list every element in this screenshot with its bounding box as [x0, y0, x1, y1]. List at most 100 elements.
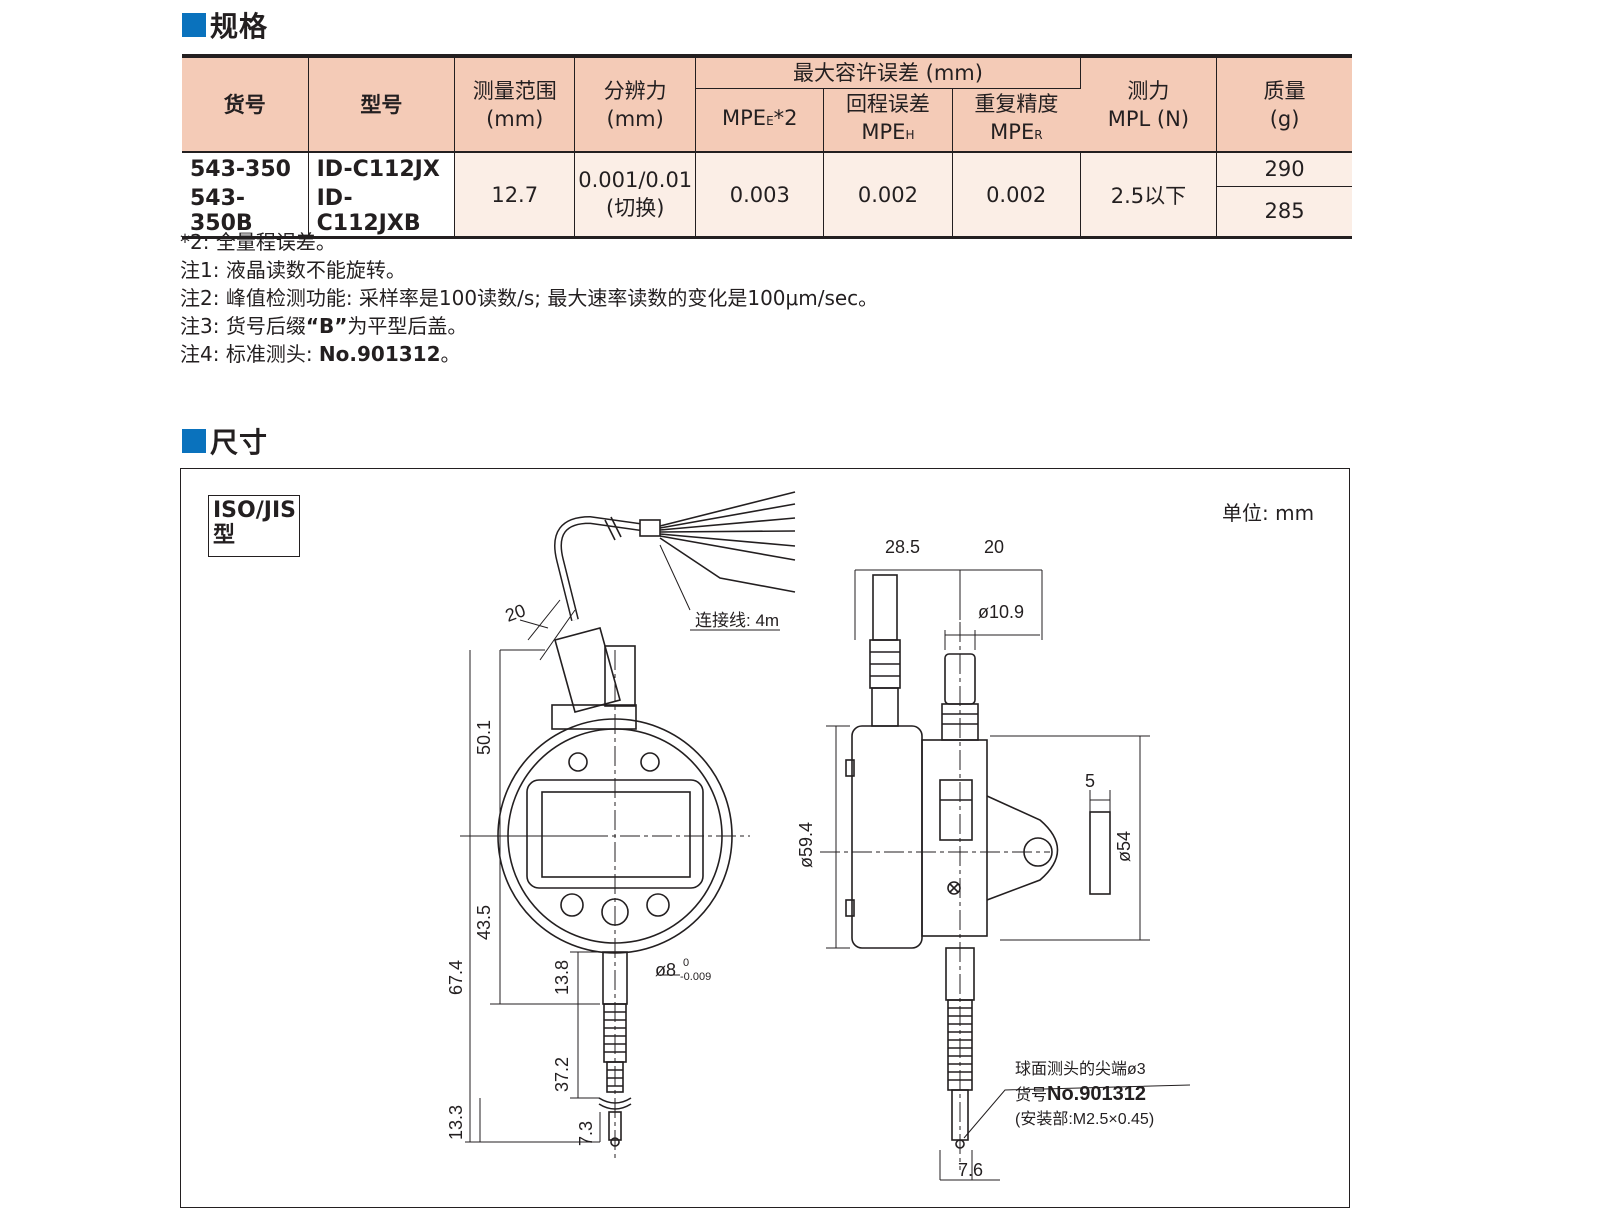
- dim-13-8: 13.8: [552, 960, 572, 995]
- note3-post: 为平型后盖。: [347, 314, 468, 338]
- lcd-screen: [541, 791, 691, 878]
- dim-67-4: 67.4: [446, 960, 466, 995]
- header-force-line2: MPL (N): [1107, 106, 1190, 131]
- iso-line1: ISO/JIS: [213, 498, 296, 523]
- header-resolution-line1: 分辨力: [603, 78, 667, 103]
- mpe-e-note: *2: [773, 106, 798, 131]
- cable-ferrule: [639, 519, 661, 537]
- dim-43-5: 43.5: [474, 905, 494, 940]
- header-mass: 质量 (g): [1216, 56, 1352, 152]
- dim-stem-tol-lower: -0.009: [680, 971, 711, 983]
- button-top-left: [568, 752, 588, 772]
- note4-bold: No.901312: [318, 342, 441, 366]
- button-top-right: [640, 752, 660, 772]
- cell-range: 12.7: [454, 152, 576, 238]
- cell-resolution-line2: (切换): [606, 195, 665, 220]
- note4-post: 。: [440, 342, 461, 366]
- header-range: 测量范围 (mm): [454, 56, 576, 152]
- section-square-icon: [182, 13, 206, 37]
- header-model: 型号: [308, 56, 456, 152]
- cell-mass: 285: [1216, 186, 1352, 238]
- header-range-line2: (mm): [486, 106, 544, 131]
- header-mpe-group: 最大容许误差 (mm): [695, 56, 1081, 89]
- dim-title-text: 尺寸: [210, 426, 269, 459]
- cell-force: 2.5以下: [1080, 152, 1218, 238]
- table-row: 543-350B ID-C112JXB 285: [182, 186, 1352, 238]
- dim-54: ø54: [1114, 831, 1134, 862]
- mpe-h-main: MPE: [861, 120, 906, 145]
- mpe-r-sub: R: [1034, 128, 1043, 143]
- dim-28-5: 28.5: [885, 537, 920, 557]
- dim-stem: ø8: [655, 960, 676, 980]
- mpe-h-line2: MPEH: [824, 118, 951, 149]
- header-force: 测力 MPL (N): [1080, 56, 1218, 152]
- spec-section-title: 规格: [182, 8, 269, 43]
- note-line: 注3: 货号后缀“B”为平型后盖。: [180, 312, 878, 340]
- dim-7-3: 7.3: [576, 1121, 596, 1146]
- header-mass-line2: (g): [1269, 106, 1300, 131]
- mpe-r-main: MPE: [990, 120, 1035, 145]
- button-bottom-left: [560, 893, 584, 917]
- spec-title-text: 规格: [210, 10, 269, 43]
- header-range-line1: 测量范围: [472, 78, 557, 103]
- unit-label: 单位: mm: [1222, 501, 1315, 525]
- mpe-e-main: MPE: [722, 106, 767, 131]
- dim-10-9: ø10.9: [978, 602, 1024, 622]
- dim-stem-tol-upper: 0: [683, 957, 689, 969]
- button-bottom-right: [646, 893, 670, 917]
- mpe-h-sub: H: [905, 128, 915, 143]
- table-row: 543-350 ID-C112JX 12.7 0.001/0.01 (切换) 0…: [182, 152, 1352, 238]
- header-mpe-h: 回程误差 MPEH: [823, 88, 953, 152]
- cell-mpe-h: 0.002: [823, 152, 953, 238]
- header-mass-line1: 质量: [1263, 78, 1306, 103]
- cell-mpe-e: 0.003: [695, 152, 825, 238]
- spec-table: 货号 型号 测量范围 (mm) 分辨力 (mm) 最大容许误差 (mm) 测力 …: [182, 54, 1352, 239]
- cell-resolution: 0.001/0.01 (切换): [574, 152, 697, 238]
- mounting-lug: [986, 795, 1059, 901]
- lug-side-profile: [1089, 811, 1111, 895]
- cell-model: ID-C112JX: [308, 152, 456, 186]
- tip-line2-pre: 货号: [1015, 1086, 1047, 1104]
- tip-line2-bold: No.901312: [1047, 1083, 1146, 1105]
- note-line: 注2: 峰值检测功能: 采样率是100读数/s; 最大速率读数的变化是100μm…: [180, 286, 879, 310]
- header-code: 货号: [182, 56, 309, 152]
- header-resolution-line2: (mm): [606, 106, 664, 131]
- cable-label: 连接线: 4m: [695, 611, 779, 630]
- header-mpe-r: 重复精度 MPER: [952, 88, 1081, 152]
- cable-wires: [659, 491, 796, 593]
- connector: [554, 627, 621, 713]
- dim-37-2: 37.2: [552, 1057, 572, 1092]
- dim-13-3: 13.3: [446, 1105, 466, 1140]
- mpe-r-line1: 重复精度: [974, 92, 1059, 117]
- dim-59-4: ø59.4: [796, 822, 816, 868]
- side-body: [851, 725, 923, 949]
- tip-line2: 货号No.901312: [1015, 1083, 1146, 1105]
- section-square-icon: [182, 429, 206, 453]
- tip-line1: 球面测头的尖端ø3: [1015, 1060, 1146, 1078]
- mpe-e-sub: E: [766, 114, 774, 129]
- cell-mpe-r: 0.002: [952, 152, 1081, 238]
- cell-resolution-line1: 0.001/0.01: [578, 167, 693, 192]
- note-line: 注1: 液晶读数不能旋转。: [180, 258, 406, 282]
- dim-50-1: 50.1: [474, 720, 494, 755]
- cell-code: 543-350: [182, 152, 309, 186]
- iso-line2: 型: [213, 523, 236, 548]
- note4-pre: 注4: 标准测头:: [180, 342, 319, 366]
- drawing-frame: [180, 468, 1350, 1208]
- tip-line3: (安装部:M2.5×0.45): [1015, 1110, 1154, 1128]
- cell-model: ID-C112JXB: [308, 186, 456, 238]
- dim-20-top: 20: [984, 537, 1004, 557]
- mpe-h-line1: 回程误差: [845, 92, 930, 117]
- side-cable: [872, 574, 898, 641]
- header-resolution: 分辨力 (mm): [574, 56, 697, 152]
- header-mpe-e: MPEE*2: [695, 88, 825, 152]
- cell-mass: 290: [1216, 152, 1352, 187]
- note-line: 注4: 标准测头: No.901312。: [180, 340, 878, 368]
- note3-bold: “B”: [305, 314, 348, 338]
- notes-block: *2: 全量程误差。 注1: 液晶读数不能旋转。 注2: 峰值检测功能: 采样率…: [180, 228, 878, 368]
- iso-jis-label: ISO/JIS 型: [208, 495, 300, 557]
- dim-7-6: 7.6: [958, 1160, 983, 1180]
- cell-code: 543-350B: [182, 186, 309, 238]
- dim-5: 5: [1085, 771, 1095, 791]
